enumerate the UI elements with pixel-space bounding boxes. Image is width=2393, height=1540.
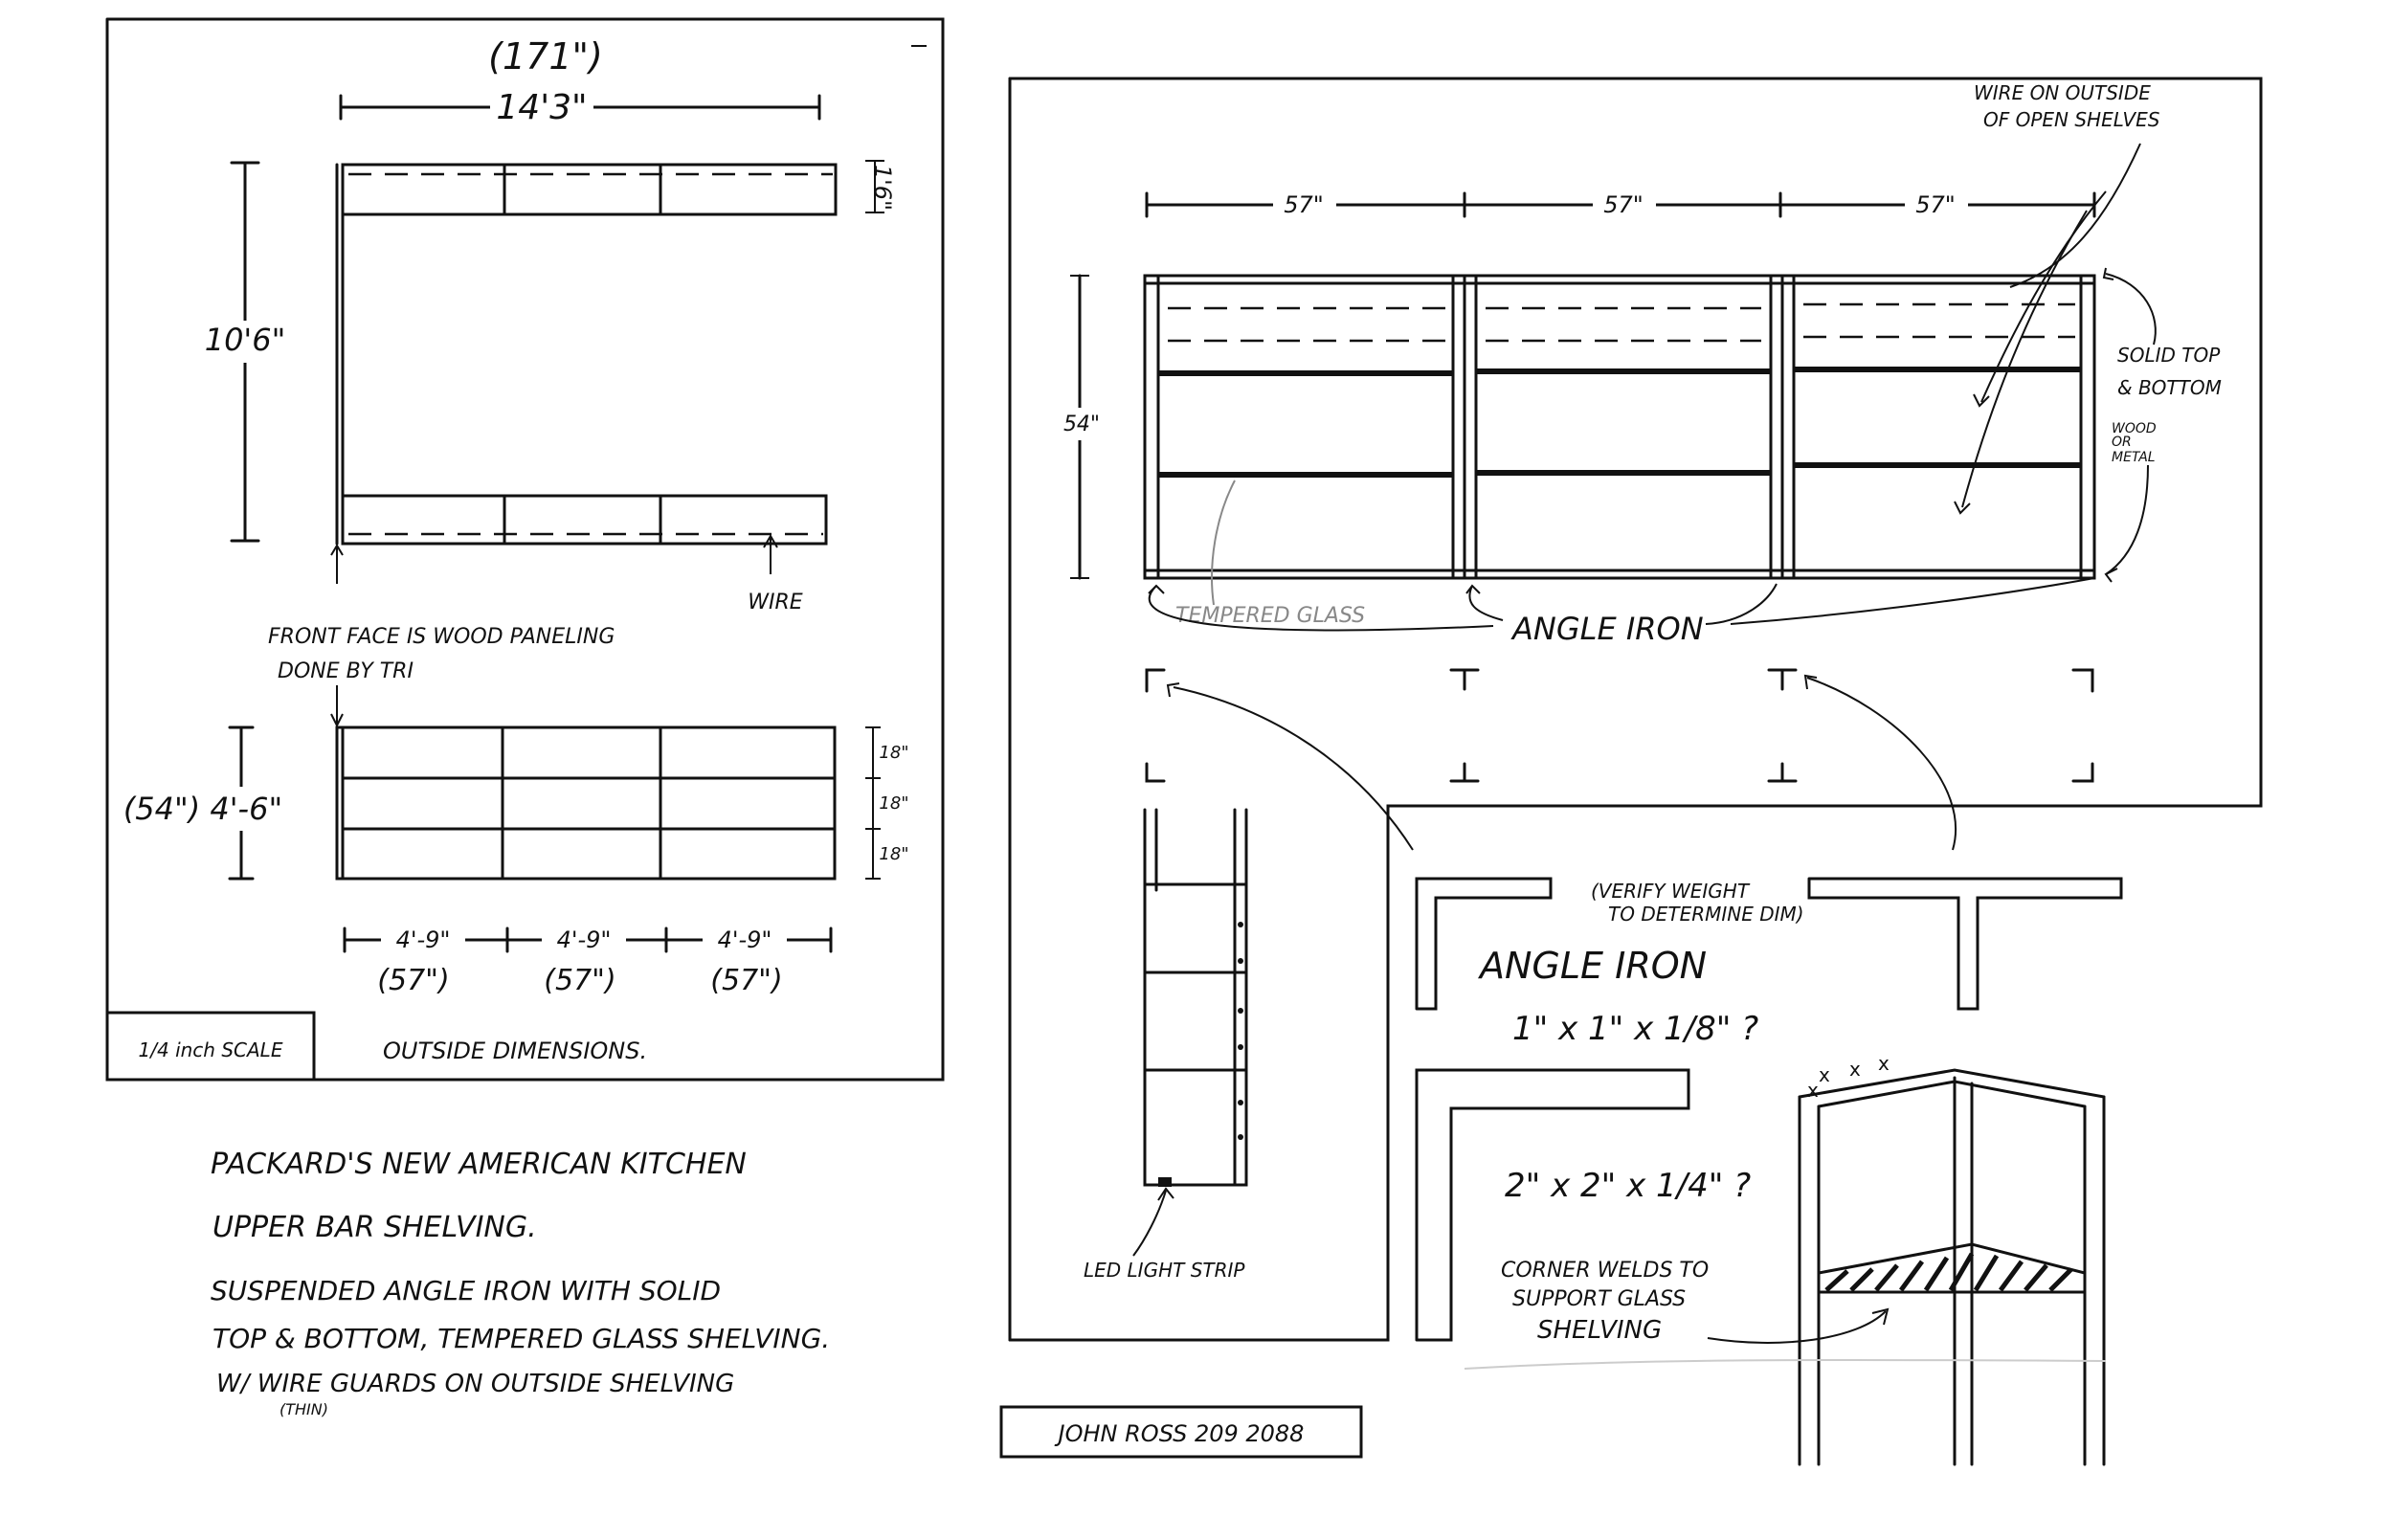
solid-note-1: SOLID TOP (2117, 344, 2221, 367)
verify-note-2: TO DETERMINE DIM) (1608, 903, 1804, 926)
front-face-label: FRONT FACE IS WOOD PANELING (268, 625, 615, 649)
plan-width-inches: (171") (488, 35, 603, 78)
angle-size-large: 2" x 2" x 1/4" ? (1505, 1167, 1751, 1205)
bay-ft-2: 4'-9" (557, 926, 612, 953)
corner-weld-detail: x x x x CORNER WELDS TO SUPPORT GLASS SH… (1464, 1052, 2107, 1466)
plan-top-depth: 1'6" (869, 165, 896, 211)
title-line-1: PACKARD'S NEW AMERICAN KITCHEN (211, 1148, 747, 1181)
plan-depth-dimension: 10'6" (205, 161, 286, 543)
elevation-height: (54") 4'-6" (123, 791, 282, 827)
title-block: PACKARD'S NEW AMERICAN KITCHEN UPPER BAR… (211, 1148, 830, 1418)
title-line-3: SUSPENDED ANGLE IRON WITH SOLID (211, 1275, 721, 1306)
front-bay-1: 57" (1284, 191, 1324, 218)
wire-note-2: OF OPEN SHELVES (1983, 108, 2160, 131)
side-section: LED LIGHT STRIP (1084, 808, 1248, 1282)
shelf-spacing-2: 18" (879, 793, 908, 814)
bay-in-3: (57") (710, 964, 782, 997)
title-line-5: W/ WIRE GUARDS ON OUTSIDE SHELVING (216, 1370, 734, 1398)
glass-shelf-hatching (1824, 1252, 2073, 1292)
signature-label: JOHN ROSS 209 2088 (1055, 1420, 1305, 1447)
angle-profiles (1145, 668, 2094, 851)
front-bay-dimensions: 57" 57" 57" (1145, 190, 2096, 218)
left-elevation: (54") 4'-6" 18" 18" 18" 4'-9" 4'-9" 4'-9… (123, 725, 909, 997)
corner-note-1: CORNER WELDS TO (1501, 1259, 1709, 1283)
front-bay-3: 57" (1915, 191, 1956, 218)
wood-note-2: OR (2112, 435, 2132, 450)
corner-note-2: SUPPORT GLASS (1512, 1287, 1686, 1311)
svg-text:x: x (1807, 1079, 1819, 1102)
small-angle-profile (1415, 877, 1553, 1011)
plan-depth-label: 10'6" (205, 322, 286, 358)
wood-note-3: METAL (2112, 450, 2156, 465)
left-sheet: (171") 14'3" 10'6" (105, 17, 945, 1082)
right-sheet: WIRE ON OUTSIDE OF OPEN SHELVES 57" 57" … (999, 77, 2263, 1459)
large-angle-profile (1415, 1068, 1690, 1342)
scale-label: 1/4 inch SCALE (139, 1038, 283, 1061)
title-line-2: UPPER BAR SHELVING. (212, 1211, 537, 1244)
led-light-label: LED LIGHT STRIP (1084, 1259, 1245, 1282)
shelf-spacing-3: 18" (879, 844, 908, 864)
shelf-spacing-1: 18" (879, 743, 908, 763)
front-bay-2: 57" (1603, 191, 1644, 218)
tee-profile (1807, 877, 2123, 1011)
plan-width-dimension: (171") 14'3" (339, 35, 821, 127)
right-sheet-border (1008, 77, 2263, 1342)
svg-text:x: x (1819, 1063, 1830, 1086)
angle-iron-details: (VERIFY WEIGHT TO DETERMINE DIM) ANGLE I… (1415, 877, 2123, 1342)
angle-iron-title: ANGLE IRON (1477, 945, 1707, 987)
bay-ft-3: 4'-9" (718, 926, 772, 953)
bay-in-2: (57") (544, 964, 615, 997)
solid-note-2: & BOTTOM (2117, 376, 2222, 399)
angle-iron-label: ANGLE IRON (1510, 611, 1704, 647)
bay-in-1: (57") (377, 964, 449, 997)
title-line-4: TOP & BOTTOM, TEMPERED GLASS SHELVING. (212, 1323, 830, 1354)
front-height: 54" (1063, 413, 1100, 436)
title-line-6: (THIN) (280, 1400, 328, 1418)
wire-note-1: WIRE ON OUTSIDE (1974, 81, 2151, 104)
wire-label: WIRE (748, 591, 803, 614)
plan-view: 1'6" WIRE FRONT FACE IS WOOD PANELING DO… (268, 160, 896, 728)
signature-box: JOHN ROSS 209 2088 (999, 1405, 1363, 1459)
front-elevation (1143, 274, 2096, 580)
front-face-label-2: DONE BY TRI (278, 659, 414, 683)
wood-note-1: WOOD (2112, 421, 2157, 436)
angle-size-small: 1" x 1" x 1/8" ? (1512, 1010, 1758, 1048)
left-sheet-border (105, 17, 945, 1082)
corner-note-3: SHELVING (1537, 1316, 1662, 1345)
verify-note-1: (VERIFY WEIGHT (1591, 880, 1751, 903)
scale-box: 1/4 inch SCALE OUTSIDE DIMENSIONS. (105, 1011, 647, 1082)
svg-text:x: x (1849, 1058, 1861, 1081)
svg-text:x: x (1878, 1052, 1890, 1075)
plan-width-feet: 14'3" (496, 88, 587, 127)
bay-ft-1: 4'-9" (396, 926, 451, 953)
outside-dimensions-label: OUTSIDE DIMENSIONS. (383, 1038, 647, 1064)
